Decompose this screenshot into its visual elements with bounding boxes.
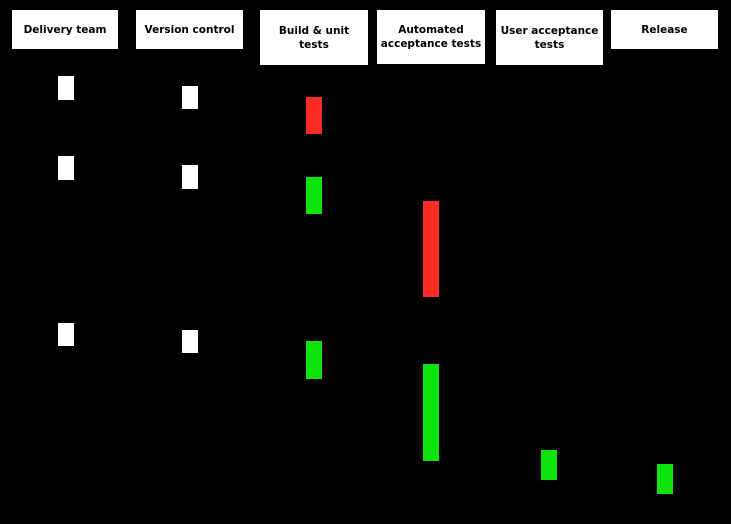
stage-label: Delivery team [23, 23, 107, 36]
stage-label: Release [641, 23, 688, 36]
stage-label: Version control [144, 23, 235, 36]
stage-header-user-acceptance-tests: User acceptance tests [496, 10, 603, 65]
version-control-commit-marker-2 [182, 165, 198, 189]
version-control-commit-marker-1 [182, 86, 198, 109]
stage-label-line2: acceptance tests [380, 38, 482, 50]
acceptance-run3-pass-bar [423, 364, 439, 461]
build-run3-pass-bar [306, 341, 322, 379]
build-run2-pass-bar [306, 177, 322, 214]
build-run1-fail-bar [306, 97, 322, 134]
stage-header-version-control: Version control [136, 10, 243, 49]
delivery-checkin-marker-3 [58, 323, 74, 346]
uat-run3-pass-bar [541, 450, 557, 480]
release-run3-pass-bar [657, 464, 673, 494]
delivery-checkin-marker-2 [58, 156, 74, 180]
stage-label: User acceptance [500, 24, 599, 37]
acceptance-run2-fail-bar [423, 201, 439, 297]
stage-header-release: Release [611, 10, 718, 49]
delivery-checkin-marker-1 [58, 76, 74, 100]
stage-header-build-unit-tests: Build & unit tests [260, 10, 368, 65]
version-control-commit-marker-3 [182, 330, 198, 353]
stage-header-automated-acceptance-tests: Automated acceptance tests [377, 10, 485, 64]
stage-label-line2: tests [299, 38, 329, 51]
stage-header-delivery-team: Delivery team [12, 10, 118, 49]
stage-label-line2: tests [534, 38, 565, 51]
stage-label: Automated [398, 24, 464, 36]
stage-label: Build & unit [278, 24, 350, 37]
